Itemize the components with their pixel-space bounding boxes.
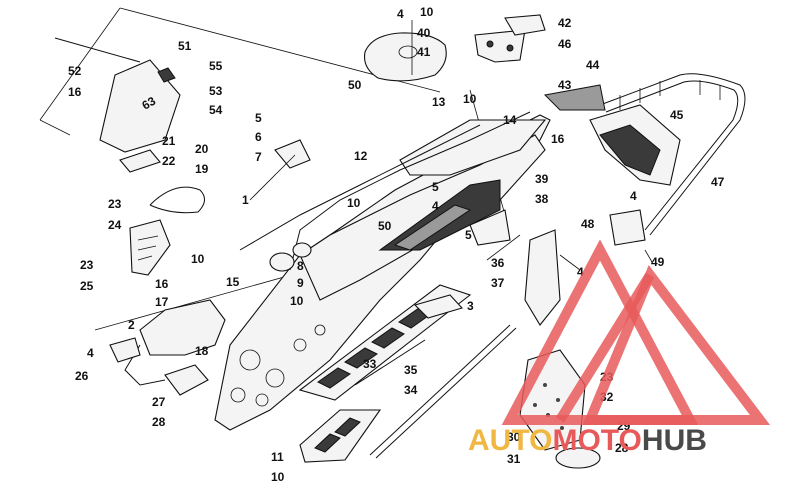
part-label: 24 (108, 218, 122, 232)
part-label: 5 (465, 228, 472, 242)
part-label: 35 (404, 363, 418, 377)
part-label: 13 (432, 95, 446, 109)
part-label: 4 (432, 199, 439, 213)
part-label: 53 (209, 84, 223, 98)
part-label: 18 (195, 344, 209, 358)
part-label: 4 (397, 7, 404, 21)
part-label: 28 (152, 415, 166, 429)
svg-text:63: 63 (140, 94, 159, 113)
part-label: 8 (297, 259, 304, 273)
part-label: 12 (354, 149, 368, 163)
part-label: 15 (226, 275, 240, 289)
part-label: 50 (348, 78, 362, 92)
part-label: 10 (271, 470, 285, 484)
part-label: 5 (432, 180, 439, 194)
part-label: 50 (378, 219, 392, 233)
part-label: 4 (87, 346, 94, 360)
number-plate: 63 (54, 37, 181, 153)
part-label: 17 (155, 295, 169, 309)
seat-cushion (363, 32, 447, 82)
part-label: 55 (209, 59, 223, 73)
part-label: 43 (558, 78, 572, 92)
part-label: 44 (586, 58, 600, 72)
lower-step-plate (299, 409, 382, 463)
part-label: 27 (152, 395, 166, 409)
taillight-housing (543, 84, 681, 186)
part-label: 47 (711, 175, 725, 189)
leader-lines (249, 20, 653, 271)
part-label: 14 (503, 113, 517, 127)
part-label: 41 (417, 45, 431, 59)
part-label: 3 (467, 299, 474, 313)
part-label: 30 (507, 430, 521, 444)
tunnel-frame (214, 111, 551, 431)
part-label: 39 (535, 172, 549, 186)
watermark-text: AUTOMOTOHUB (468, 424, 707, 457)
part-label: 49 (651, 255, 665, 269)
part-label: 31 (507, 452, 521, 466)
part-number-labels: 1234444455567891010101010101112131415161… (68, 5, 725, 484)
part-label: 2 (128, 318, 135, 332)
part-label: 10 (420, 5, 434, 19)
part-label: 4 (630, 189, 637, 203)
part-label: 38 (535, 192, 549, 206)
part-label: 11 (271, 450, 284, 464)
part-label: 26 (75, 369, 89, 383)
part-label: 7 (255, 150, 262, 164)
watermark-logo: AUTOMOTOHUB (468, 239, 771, 457)
part-label: 54 (209, 103, 223, 117)
part-label: 9 (297, 276, 304, 290)
part-label: 10 (463, 92, 477, 106)
tunnel-holes (230, 324, 326, 407)
part-label: 16 (551, 132, 565, 146)
part-label: 10 (347, 196, 361, 210)
rear-bracket (474, 14, 546, 63)
part-label: 23 (108, 197, 122, 211)
watermark-text-auto: AUTO (468, 424, 552, 457)
part-label: 37 (491, 276, 505, 290)
part-label: 51 (178, 39, 192, 53)
part-label: 33 (363, 357, 377, 371)
part-label: 34 (404, 383, 418, 397)
part-label: 25 (80, 279, 94, 293)
part-label: 40 (417, 26, 431, 40)
part-label: 46 (558, 37, 572, 51)
watermark-triangles (501, 239, 771, 425)
part-label: 52 (68, 64, 82, 78)
part-label: 4 (577, 265, 584, 279)
part-label: 20 (195, 142, 209, 156)
part-label: 5 (255, 111, 262, 125)
part-label: 19 (195, 162, 209, 176)
part-label: 21 (162, 134, 176, 148)
part-label: 16 (68, 85, 82, 99)
part-label: 10 (191, 252, 205, 266)
part-label: 10 (290, 294, 304, 308)
part-label: 22 (162, 154, 176, 168)
part-label: 45 (670, 108, 684, 122)
part-label: 6 (255, 130, 262, 144)
seat-base-mesh (378, 179, 501, 251)
watermark-text-moto: MOTO (552, 424, 641, 457)
part-label: 1 (242, 193, 249, 207)
part-label: 42 (558, 16, 572, 30)
rear-bumper (599, 73, 746, 236)
part-label: 48 (581, 217, 595, 231)
part-label: 36 (491, 256, 505, 270)
watermark-text-hub: HUB (642, 424, 707, 457)
part-label: 28 (615, 441, 629, 455)
part-label: 16 (155, 277, 169, 291)
part-label: 23 (80, 258, 94, 272)
